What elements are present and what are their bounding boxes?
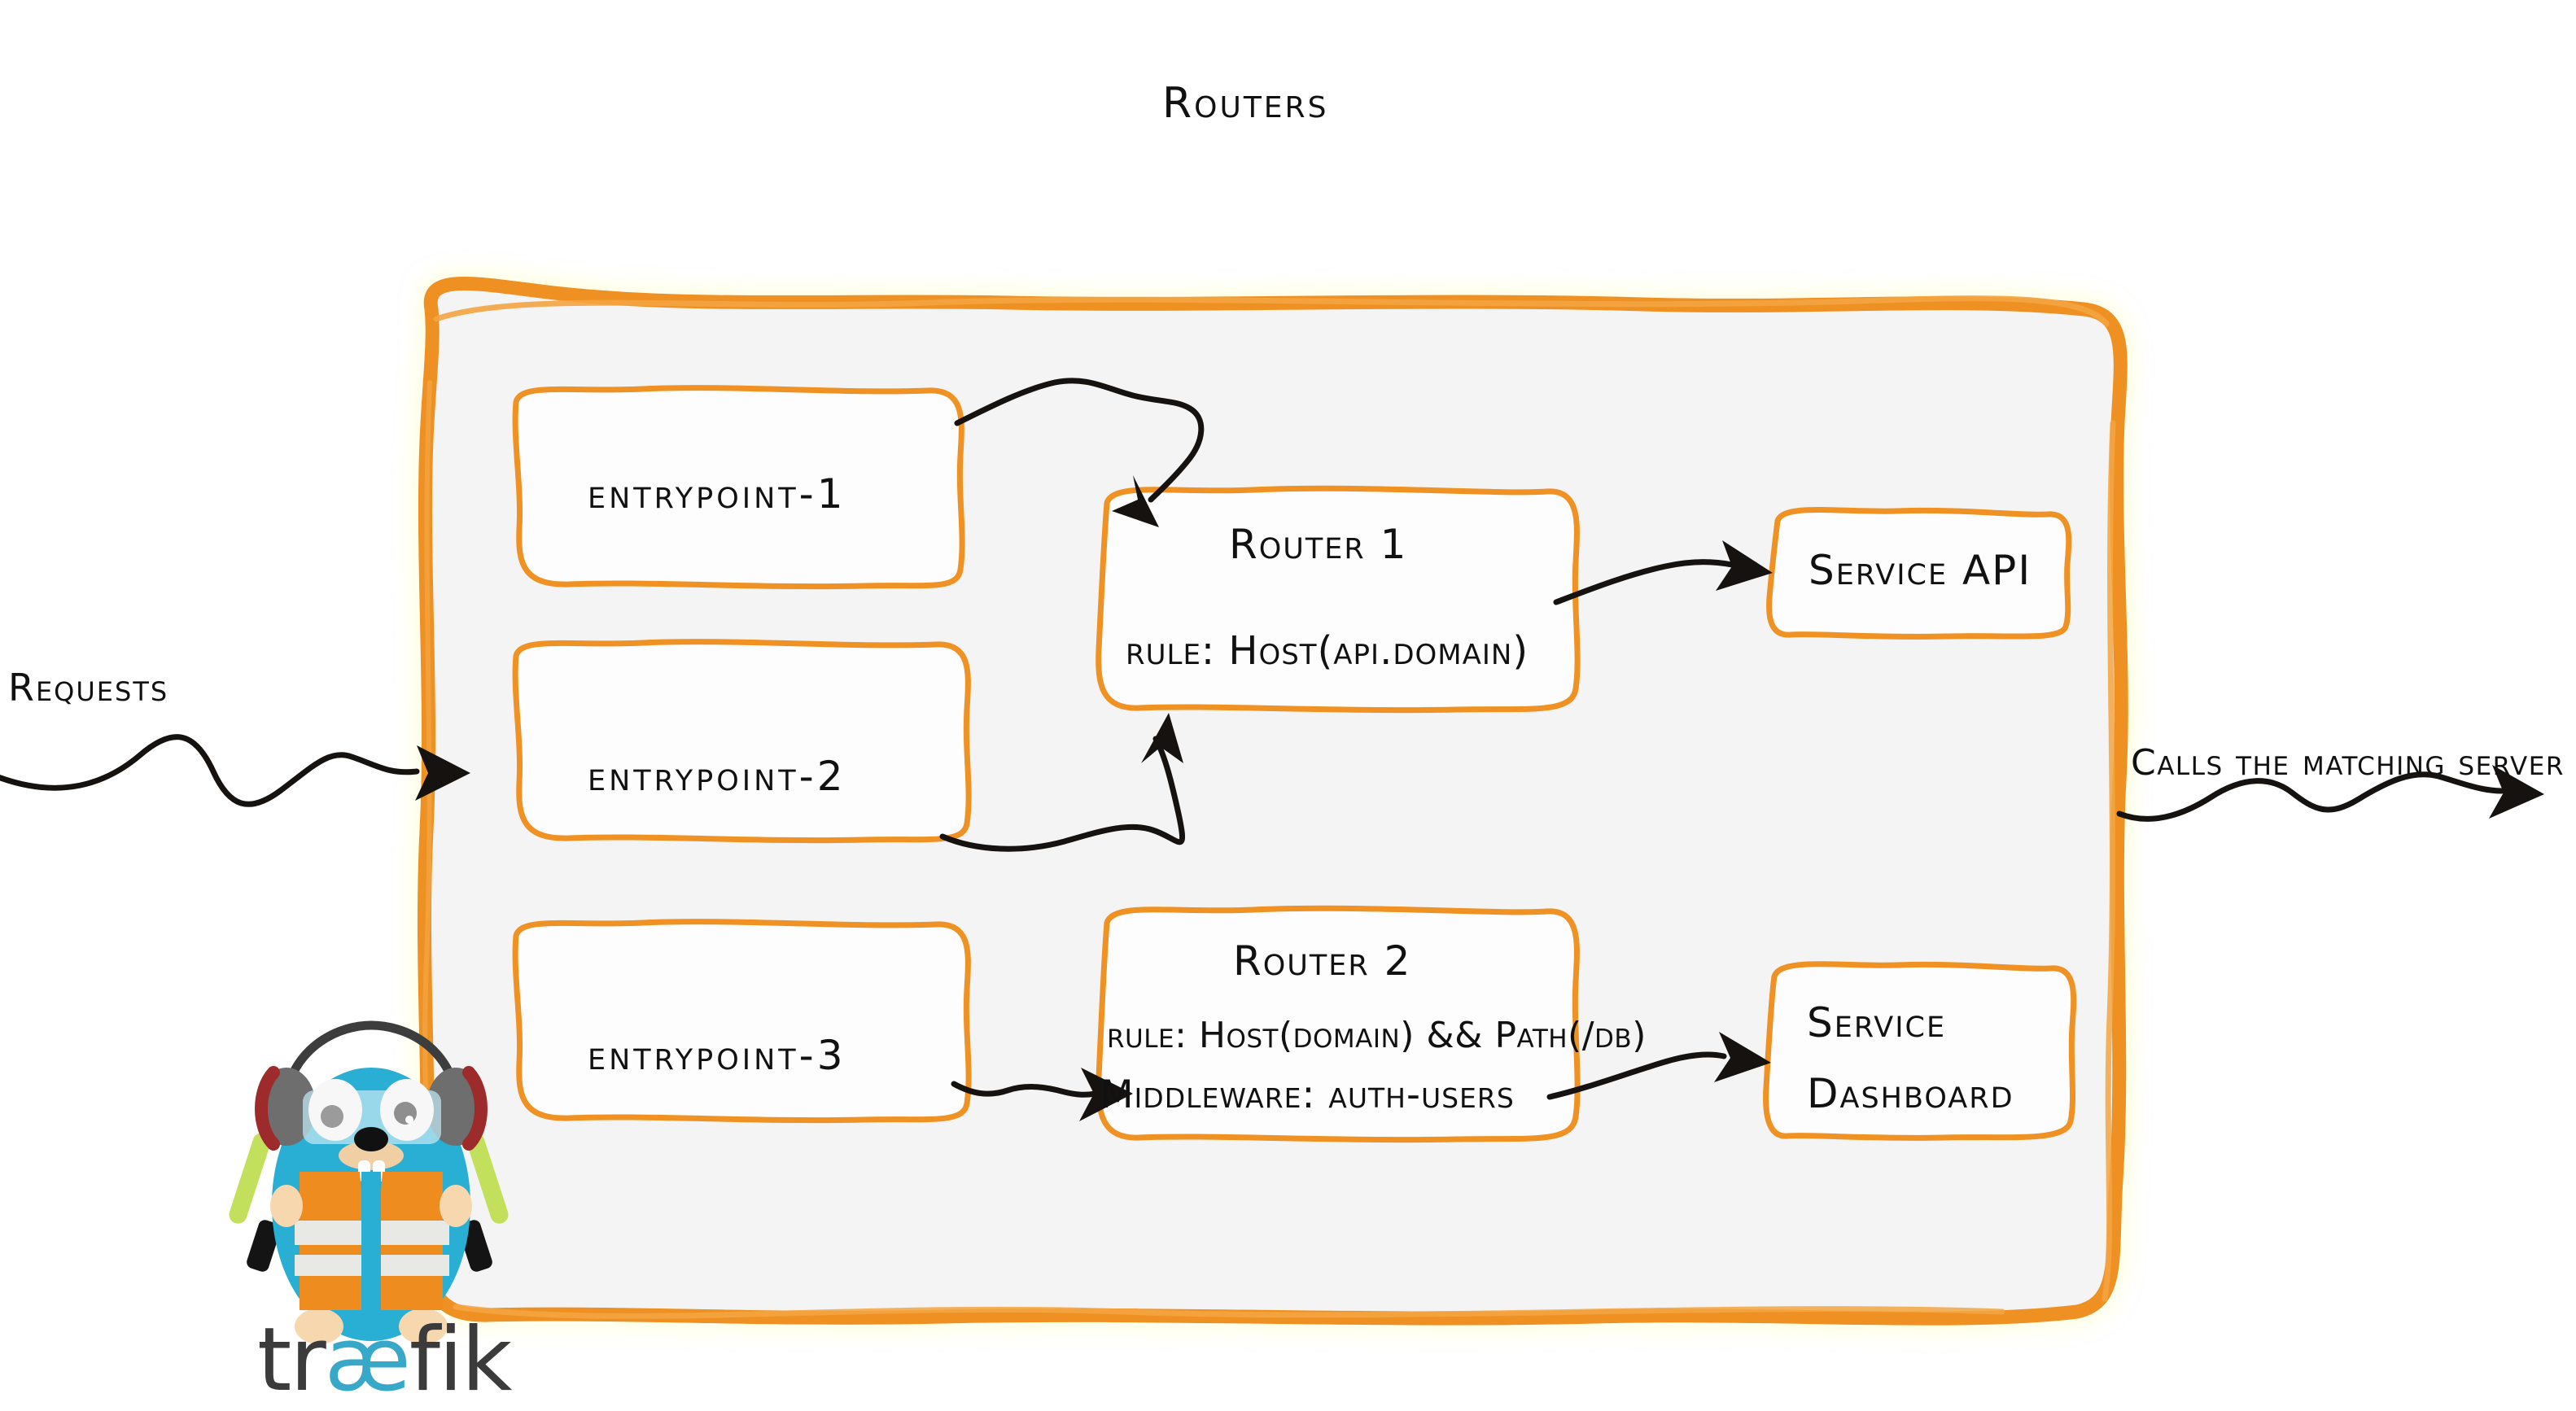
glowstick-left-icon	[229, 1133, 281, 1272]
traefik-wordmark: træfik	[257, 1317, 512, 1404]
arrow-ep3-router2	[951, 1081, 1099, 1098]
headphone-band-icon	[280, 1020, 462, 1105]
service-api-label: Service API	[1808, 547, 2032, 594]
entrypoint-1-label: entrypoint-1	[588, 470, 846, 518]
router-2-rule: rule: Host(domain) && Path(/db)	[1107, 1015, 1647, 1056]
arrow-router2-servicedashboard	[1546, 1051, 1727, 1100]
gopher-nose	[354, 1127, 388, 1151]
entrypoint-1-box[interactable]	[512, 385, 965, 590]
arrowheads	[415, 475, 2544, 1121]
arrow-ep1-router1	[954, 378, 1205, 503]
headphone-left-icon	[255, 1066, 316, 1151]
router-2-middleware: Middleware: auth-users	[1100, 1072, 1515, 1117]
router-1-box[interactable]	[1096, 485, 1581, 714]
router-2-box[interactable]	[1096, 905, 1581, 1143]
router-2-title: Router 2	[1233, 937, 1412, 985]
wordmark-suffix: fik	[409, 1309, 513, 1411]
entrypoint-3-label: entrypoint-3	[588, 1032, 846, 1079]
service-api-box[interactable]	[1766, 507, 2072, 640]
arrow-calls-server	[2116, 771, 2505, 822]
requests-label: Requests	[8, 666, 169, 710]
service-dashboard-label-line2: Dashboard	[1807, 1070, 2014, 1117]
router-1-title: Router 1	[1229, 521, 1408, 568]
service-dashboard-label-line1: Service	[1807, 999, 1947, 1046]
service-dashboard-box[interactable]	[1763, 961, 2077, 1141]
arrow-requests	[0, 734, 420, 807]
router-1-rule: rule: Host(api.domain)	[1126, 628, 1529, 674]
wordmark-ae-ligature: æ	[324, 1309, 411, 1411]
page-title: Routers	[1162, 79, 1329, 128]
calls-matching-server-label: Calls the matching server	[2131, 742, 2565, 784]
arrow-router1-serviceapi	[1553, 559, 1735, 605]
entrypoint-3-box[interactable]	[512, 919, 972, 1124]
entrypoint-2-box[interactable]	[512, 639, 972, 844]
traefik-gopher-mascot	[229, 1020, 509, 1344]
wordmark-prefix: tr	[257, 1309, 326, 1411]
arrow-ep2-router1	[939, 736, 1186, 852]
entrypoint-2-label: entrypoint-2	[588, 753, 846, 800]
